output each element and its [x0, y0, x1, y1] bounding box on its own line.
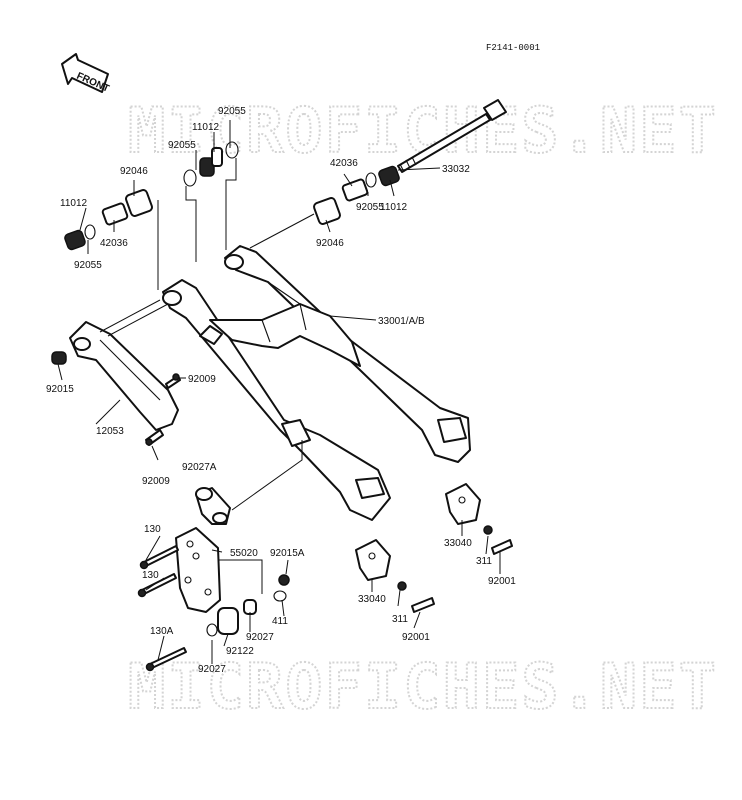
label-11012-top: 11012	[192, 122, 220, 133]
label-92046-left: 92046	[120, 166, 148, 177]
bolt-92009-a	[165, 373, 181, 389]
bolt-130-a	[139, 545, 179, 570]
label-92122: 92122	[226, 646, 254, 657]
front-arrow-icon: FRONT	[61, 53, 111, 95]
shock-link-bracket	[195, 440, 303, 525]
label-33032: 33032	[442, 164, 470, 175]
label-130-a: 130	[144, 524, 161, 535]
label-130-b: 130	[142, 570, 159, 581]
label-92055-left: 92055	[74, 260, 102, 271]
label-92015A: 92015A	[270, 548, 305, 559]
pivot-parts-right	[249, 165, 400, 249]
label-92015: 92015	[46, 384, 74, 395]
label-311-left: 311	[392, 614, 408, 625]
leader-lines	[57, 120, 501, 664]
label-42036-left: 42036	[100, 238, 128, 249]
label-311-right: 311	[476, 556, 492, 567]
label-92009-b: 92009	[142, 476, 170, 487]
label-92046-right: 92046	[316, 238, 344, 249]
label-92027-b: 92027	[198, 664, 226, 675]
label-92001-left: 92001	[402, 632, 430, 643]
bolt-130A	[145, 647, 187, 672]
label-33040-left: 33040	[358, 594, 386, 605]
pivot-parts-top	[183, 141, 239, 262]
chain-adjuster-right	[445, 483, 513, 555]
label-92027A: 92027A	[182, 462, 217, 473]
label-33001: 33001/A/B	[378, 316, 425, 327]
chain-guard	[51, 299, 179, 431]
label-42036-right: 42036	[330, 158, 358, 169]
label-92055-top: 92055	[218, 106, 246, 117]
label-92027-a: 92027	[246, 632, 274, 643]
chain-adjuster-left	[355, 539, 435, 613]
label-92055-mid: 92055	[168, 140, 196, 151]
bolt-92009-b	[145, 429, 164, 446]
label-92001-right: 92001	[488, 576, 516, 587]
label-11012-right: 11012	[380, 202, 408, 213]
label-130A: 130A	[150, 626, 174, 637]
label-12053: 12053	[96, 426, 124, 437]
label-11012-left: 11012	[60, 198, 88, 209]
label-55020: 55020	[230, 548, 258, 559]
mount-plate	[175, 527, 221, 613]
label-33040-right: 33040	[444, 538, 472, 549]
pivot-parts-left	[64, 189, 159, 290]
label-92009-a: 92009	[188, 374, 216, 385]
label-411: 411	[272, 616, 288, 627]
label-92055-right: 92055	[356, 202, 384, 213]
bolt-130-b	[137, 573, 177, 598]
collar-parts	[206, 559, 290, 637]
swing-arm	[162, 245, 471, 521]
watermark-bottom: MICROFICHES.NET	[128, 650, 718, 723]
diagram-code: F2141-0001	[486, 43, 540, 53]
